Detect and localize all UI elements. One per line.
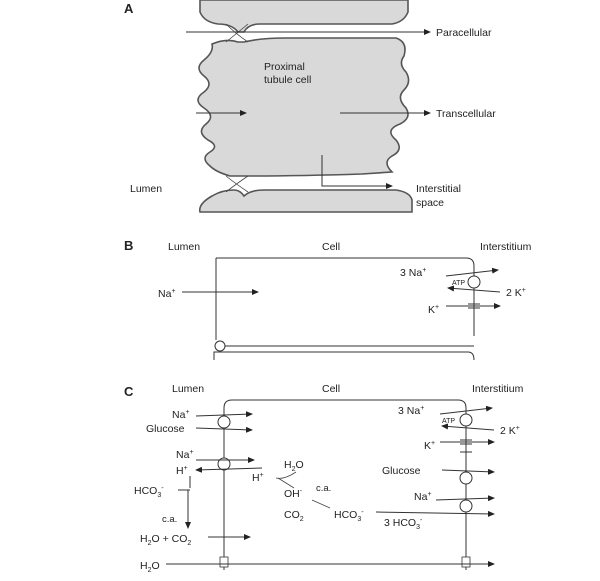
- hco3-cell-label: HCO3-: [334, 509, 364, 523]
- k-in-arrow-c: [441, 423, 495, 431]
- panel-c-letter: C: [124, 384, 134, 399]
- na3-label-c: 3 Na+: [398, 405, 424, 417]
- na1-label: Na+: [172, 409, 190, 421]
- cell-label-b: Cell: [322, 241, 340, 253]
- na-exit-arrow-c: [435, 495, 495, 502]
- cell-label-1: Proximal: [264, 61, 305, 73]
- tight-junction-b: [214, 340, 226, 352]
- na-k-pump-b: [467, 275, 481, 289]
- nbc-transporter: [459, 499, 473, 513]
- next-cell-outline-b: [213, 351, 475, 361]
- interstitial-label-2: space: [416, 197, 444, 209]
- cell-label-c: Cell: [322, 383, 340, 395]
- panel-a: A Paracellular Transcellular Interstitia…: [124, 0, 496, 213]
- na-k-pump-c: [459, 413, 473, 427]
- h-left-label: H+: [176, 465, 188, 477]
- hco3-left-label: HCO3-: [134, 485, 164, 499]
- na-lumen-label: Na+: [158, 288, 176, 300]
- panel-a-letter: A: [124, 1, 134, 16]
- interstitium-label-b: Interstitium: [480, 241, 532, 253]
- hco3-3-label: 3 HCO3-: [384, 517, 423, 531]
- h2o-cell-label: H2O: [284, 459, 304, 473]
- na-out-arrow-c: [439, 405, 493, 415]
- k-label-b: K+: [428, 304, 439, 316]
- lumen-label-c: Lumen: [172, 383, 204, 395]
- panel-b-letter: B: [124, 238, 133, 253]
- panel-b: B Lumen Cell Interstitium Na+ 3 Na+ ATP …: [124, 238, 532, 361]
- na2-label: Na+: [176, 449, 194, 461]
- sglt-transporter: [217, 415, 231, 429]
- k-in-arrow-b: [447, 285, 501, 293]
- na-glucose-arrow-2: [195, 426, 253, 433]
- panel-c: C Lumen Cell Interstitium Na+ Glucose Na…: [124, 383, 524, 574]
- na-right-label: Na+: [414, 491, 432, 503]
- cell-outline-b: [216, 257, 475, 336]
- atp-label-c: ATP: [442, 418, 455, 425]
- tight-junction-top-b: [225, 23, 249, 43]
- bottom-cell-fragment: [198, 189, 413, 213]
- k2-label-c: 2 K+: [500, 425, 520, 437]
- glut-transporter: [459, 471, 473, 485]
- oh-line: [277, 477, 295, 489]
- oh-label: OH-: [284, 488, 303, 500]
- atp-label-b: ATP: [452, 280, 465, 287]
- interstitial-arrow: [321, 155, 393, 189]
- k2-label-b: 2 K+: [506, 287, 526, 299]
- co2-label: CO2: [284, 509, 304, 523]
- nhe-exchanger: [217, 457, 231, 471]
- h2o-co2-label: H2O + CO2: [140, 533, 191, 547]
- cell-outline-c: [223, 399, 467, 570]
- interstitium-label-c: Interstitium: [472, 383, 524, 395]
- ca-left-label: c.a.: [162, 514, 177, 525]
- hco3-exit-arrow: [375, 510, 495, 517]
- water-split-curve: [275, 471, 297, 479]
- na-out-arrow-b: [445, 267, 499, 277]
- h-cell-label: H+: [252, 472, 264, 484]
- glucose-exit-arrow: [441, 468, 495, 475]
- proximal-tubule-cell: [197, 37, 410, 177]
- paracellular-label: Paracellular: [436, 27, 492, 39]
- ca-reaction-line: [311, 499, 331, 509]
- na3-label-b: 3 Na+: [400, 267, 426, 279]
- k-label-c: K+: [424, 440, 435, 452]
- tight-junction-bottom-b: [225, 175, 249, 193]
- interstitial-label-1: Interstitial: [416, 183, 461, 195]
- lumen-label-a: Lumen: [130, 183, 162, 195]
- tight-junction-c-left: [219, 556, 229, 568]
- glucose-left-label: Glucose: [146, 423, 185, 435]
- tight-junction-c-right: [461, 556, 471, 568]
- ca-cell-label: c.a.: [316, 483, 331, 494]
- lumen-label-b: Lumen: [168, 241, 200, 253]
- top-cell-fragment: [199, 0, 409, 33]
- h2o-bottom-label: H2O: [140, 560, 160, 574]
- transcellular-label: Transcellular: [436, 108, 496, 120]
- glucose-right-label: Glucose: [382, 465, 421, 477]
- h-exit-arrow: [195, 466, 263, 473]
- na-glucose-arrow-1: [195, 411, 253, 418]
- cell-label-2: tubule cell: [264, 74, 311, 86]
